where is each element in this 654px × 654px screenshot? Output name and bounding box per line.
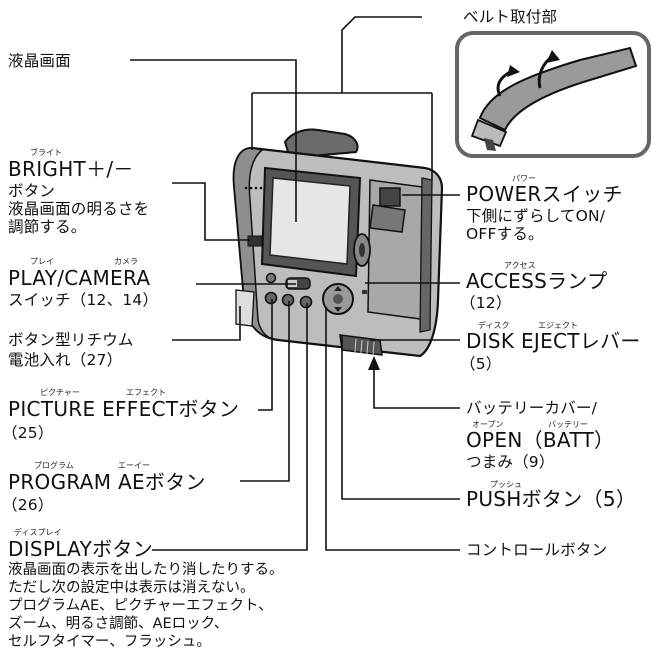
label-play-switch: スイッチ（12、14） xyxy=(8,291,159,309)
label-disk-ref: （5） xyxy=(460,355,502,373)
label-access: ACCESSランプ xyxy=(466,269,608,293)
camera-illustration xyxy=(232,128,444,358)
label-power: POWERスイッチ xyxy=(466,182,623,206)
ruby-effect: エフェクト xyxy=(126,388,166,397)
label-lcd: 液晶画面 xyxy=(8,52,71,70)
display-desc-2: ただし次の設定中は表示は消えない。 xyxy=(8,580,255,596)
label-control: コントロールボタン xyxy=(466,541,608,559)
label-power-desc1: 下側にずらしてON/ xyxy=(466,207,606,225)
ruby-disk: ディスク xyxy=(478,321,510,330)
label-program-ae: PROGRAM AEボタン xyxy=(8,470,206,494)
label-bright-desc2: 調節する。 xyxy=(8,218,87,236)
ruby-display: ディスプレイ xyxy=(14,528,62,537)
ruby-access: アクセス xyxy=(504,261,536,270)
label-picture-effect: PICTURE EFFECTボタン xyxy=(8,397,240,421)
ruby-camera: カメラ xyxy=(114,257,138,266)
label-display: DISPLAYボタン xyxy=(8,537,154,561)
ruby-picture: ピクチャー xyxy=(40,388,80,397)
ruby-batt: バッテリー xyxy=(548,420,588,429)
ruby-program: プログラム xyxy=(34,461,74,470)
label-program-ref: （26） xyxy=(2,496,54,514)
label-open-batt: OPEN（BATT） xyxy=(466,428,615,452)
label-battery-cover: バッテリーカバー/ xyxy=(466,399,598,417)
label-access-ref: （12） xyxy=(460,294,512,312)
strap-inset xyxy=(455,31,651,158)
label-belt: ベルト取付部 xyxy=(463,8,558,26)
display-desc-4: ズーム、明るさ調節、AEロック、 xyxy=(8,616,229,632)
label-bright-button: ボタン xyxy=(8,182,56,200)
label-push: PUSHボタン（5） xyxy=(466,487,637,511)
label-bright-desc1: 液晶画面の明るさを xyxy=(8,200,150,218)
label-power-desc2: OFFする。 xyxy=(466,225,544,243)
ruby-eject: エジェクト xyxy=(538,321,578,330)
ruby-open: オープン xyxy=(472,420,504,429)
arrow-icon xyxy=(368,356,380,370)
label-lithium: ボタン型リチウム xyxy=(8,331,134,349)
label-picture-ref: （25） xyxy=(2,424,54,442)
ruby-push: プッシュ xyxy=(490,480,522,489)
ruby-power: パワー xyxy=(512,174,536,183)
display-desc-5: セルフタイマー、フラッシュ。 xyxy=(8,634,211,650)
display-desc-3: プログラムAE、ピクチャーエフェクト、 xyxy=(8,598,273,614)
label-knob: つまみ（9） xyxy=(466,453,555,471)
label-disk-eject: DISK EJECTレバー xyxy=(466,329,641,353)
label-play-camera: PLAY/CAMERA xyxy=(8,266,151,290)
label-bright: BRIGHT＋/－ xyxy=(8,157,134,181)
leader-lines xyxy=(130,16,460,551)
ruby-ae: エーイー xyxy=(118,461,150,470)
display-desc-1: 液晶画面の表示を出したり消したりする。 xyxy=(8,562,284,578)
ruby-bright: ブライト xyxy=(30,148,62,157)
ruby-play: プレイ xyxy=(30,257,54,266)
label-battery-holder: 電池入れ（27） xyxy=(8,351,123,369)
